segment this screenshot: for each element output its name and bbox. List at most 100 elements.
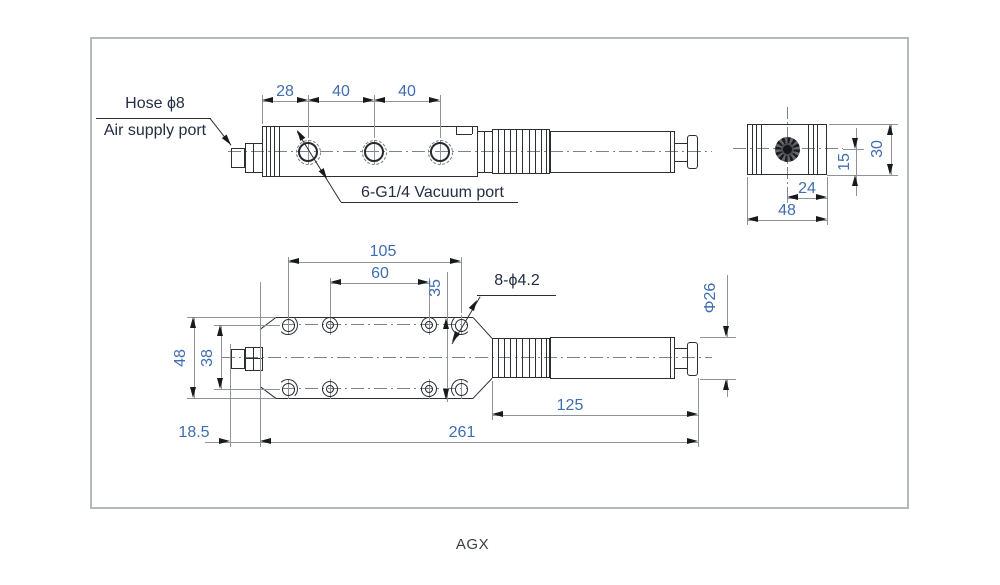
hose-barb: [231, 148, 245, 168]
vacuum-port-circle: [298, 142, 318, 162]
dim-48-front: 48: [172, 349, 189, 367]
ext-line: [230, 344, 231, 447]
ext-line: [747, 177, 748, 225]
side-view-body: [747, 124, 827, 175]
dim-arrow: [450, 258, 461, 264]
front-ribbed-section: [492, 338, 550, 378]
rib-line: [504, 338, 506, 378]
dim-arrow: [687, 411, 698, 417]
top-view-cylinder: [550, 131, 675, 173]
dim-60: 60: [371, 265, 389, 282]
dim-arrow: [429, 97, 440, 103]
screw-hole-inner: [326, 385, 334, 393]
corner-hole: [455, 383, 468, 396]
screw-hole: [421, 381, 437, 397]
ext-line: [330, 278, 331, 317]
corner-hole: [282, 383, 295, 396]
rib-line: [522, 129, 524, 174]
dim-arrow: [418, 279, 429, 285]
front-end-flange: [687, 342, 698, 376]
dim-261: 261: [448, 424, 476, 441]
dim-arrow: [374, 97, 385, 103]
screw-hole-inner: [425, 385, 433, 393]
rib-line: [510, 129, 512, 174]
corner-hole-boss: [278, 379, 298, 399]
top-view-neck: [675, 143, 687, 145]
rib-line: [516, 129, 518, 174]
rib-line: [546, 338, 548, 378]
rib-line: [504, 129, 506, 174]
rib-line: [541, 338, 543, 378]
dim-arrow: [852, 138, 858, 149]
screw-hole: [322, 381, 338, 397]
side-view-line: [756, 124, 758, 175]
ext-line: [461, 257, 462, 313]
dim-40-a: 40: [332, 83, 350, 100]
top-view-notch: [456, 134, 472, 136]
mount-holes-underline: [477, 295, 556, 297]
dim-arrow: [492, 411, 503, 417]
mount-holes-label: 8-ϕ4.2: [494, 272, 540, 289]
vacuum-port-circle: [296, 140, 321, 165]
dim-arrow: [288, 258, 299, 264]
rib-line: [529, 338, 531, 378]
ext-line: [288, 257, 289, 315]
ext-line: [843, 149, 864, 150]
ext-line: [214, 389, 280, 390]
dim-arrow: [852, 175, 858, 186]
ext-line: [214, 325, 280, 326]
corner-hole-boss: [278, 315, 298, 335]
vacuum-port-circle: [428, 140, 453, 165]
dim-arrow: [723, 326, 729, 337]
front-cylinder-chamfer: [670, 337, 672, 379]
ext-line: [492, 381, 493, 420]
threaded-port-core: [781, 143, 794, 156]
rib-line: [510, 338, 512, 378]
corner-hole-boss: [451, 315, 471, 335]
top-view-neck: [675, 161, 687, 163]
ext-line: [262, 95, 263, 124]
top-view-cap-line: [266, 126, 268, 177]
dim-arrow: [687, 438, 698, 444]
vacuum-port-label: 6-G1/4 Vacuum port: [361, 184, 504, 201]
dim-arrow: [887, 124, 893, 135]
dim-line: [288, 262, 461, 263]
top-view-ribbed-section: [492, 129, 550, 174]
hole-row-centerline: [282, 324, 468, 326]
ext-line: [440, 95, 441, 138]
dim-48-side: 48: [778, 202, 796, 219]
dim-line: [856, 128, 857, 196]
side-view-line: [817, 124, 819, 175]
dim-arrow: [217, 325, 223, 336]
dim-arrow: [787, 194, 798, 200]
top-view-cylinder-chamfer: [670, 131, 672, 173]
dim-arrow: [816, 194, 827, 200]
drawing-frame: [90, 37, 909, 509]
hose-nut-line: [245, 358, 263, 360]
dim-40-b: 40: [398, 83, 416, 100]
side-view-line: [808, 124, 810, 175]
rib-line: [529, 129, 531, 174]
rib-line: [546, 129, 548, 174]
ext-line: [187, 398, 275, 399]
ext-line: [698, 378, 699, 447]
dim-line: [891, 124, 892, 175]
dim-30: 30: [869, 140, 886, 158]
front-neck: [675, 348, 687, 350]
ext-line: [374, 95, 375, 138]
side-view-line: [761, 124, 763, 175]
rib-line: [498, 129, 500, 174]
dim-line: [205, 442, 698, 443]
rib-line: [522, 338, 524, 378]
corner-hole: [455, 319, 468, 332]
top-view-end-flange: [687, 135, 698, 169]
dim-arrow: [260, 438, 271, 444]
hose-nut-line: [253, 143, 255, 173]
ext-line: [260, 282, 261, 447]
vacuum-leader-underline: [341, 202, 518, 204]
screw-hole-inner: [326, 321, 334, 329]
dim-line: [727, 275, 728, 337]
hole-row-centerline: [282, 388, 468, 390]
body-bottom-edge: [276, 398, 473, 400]
